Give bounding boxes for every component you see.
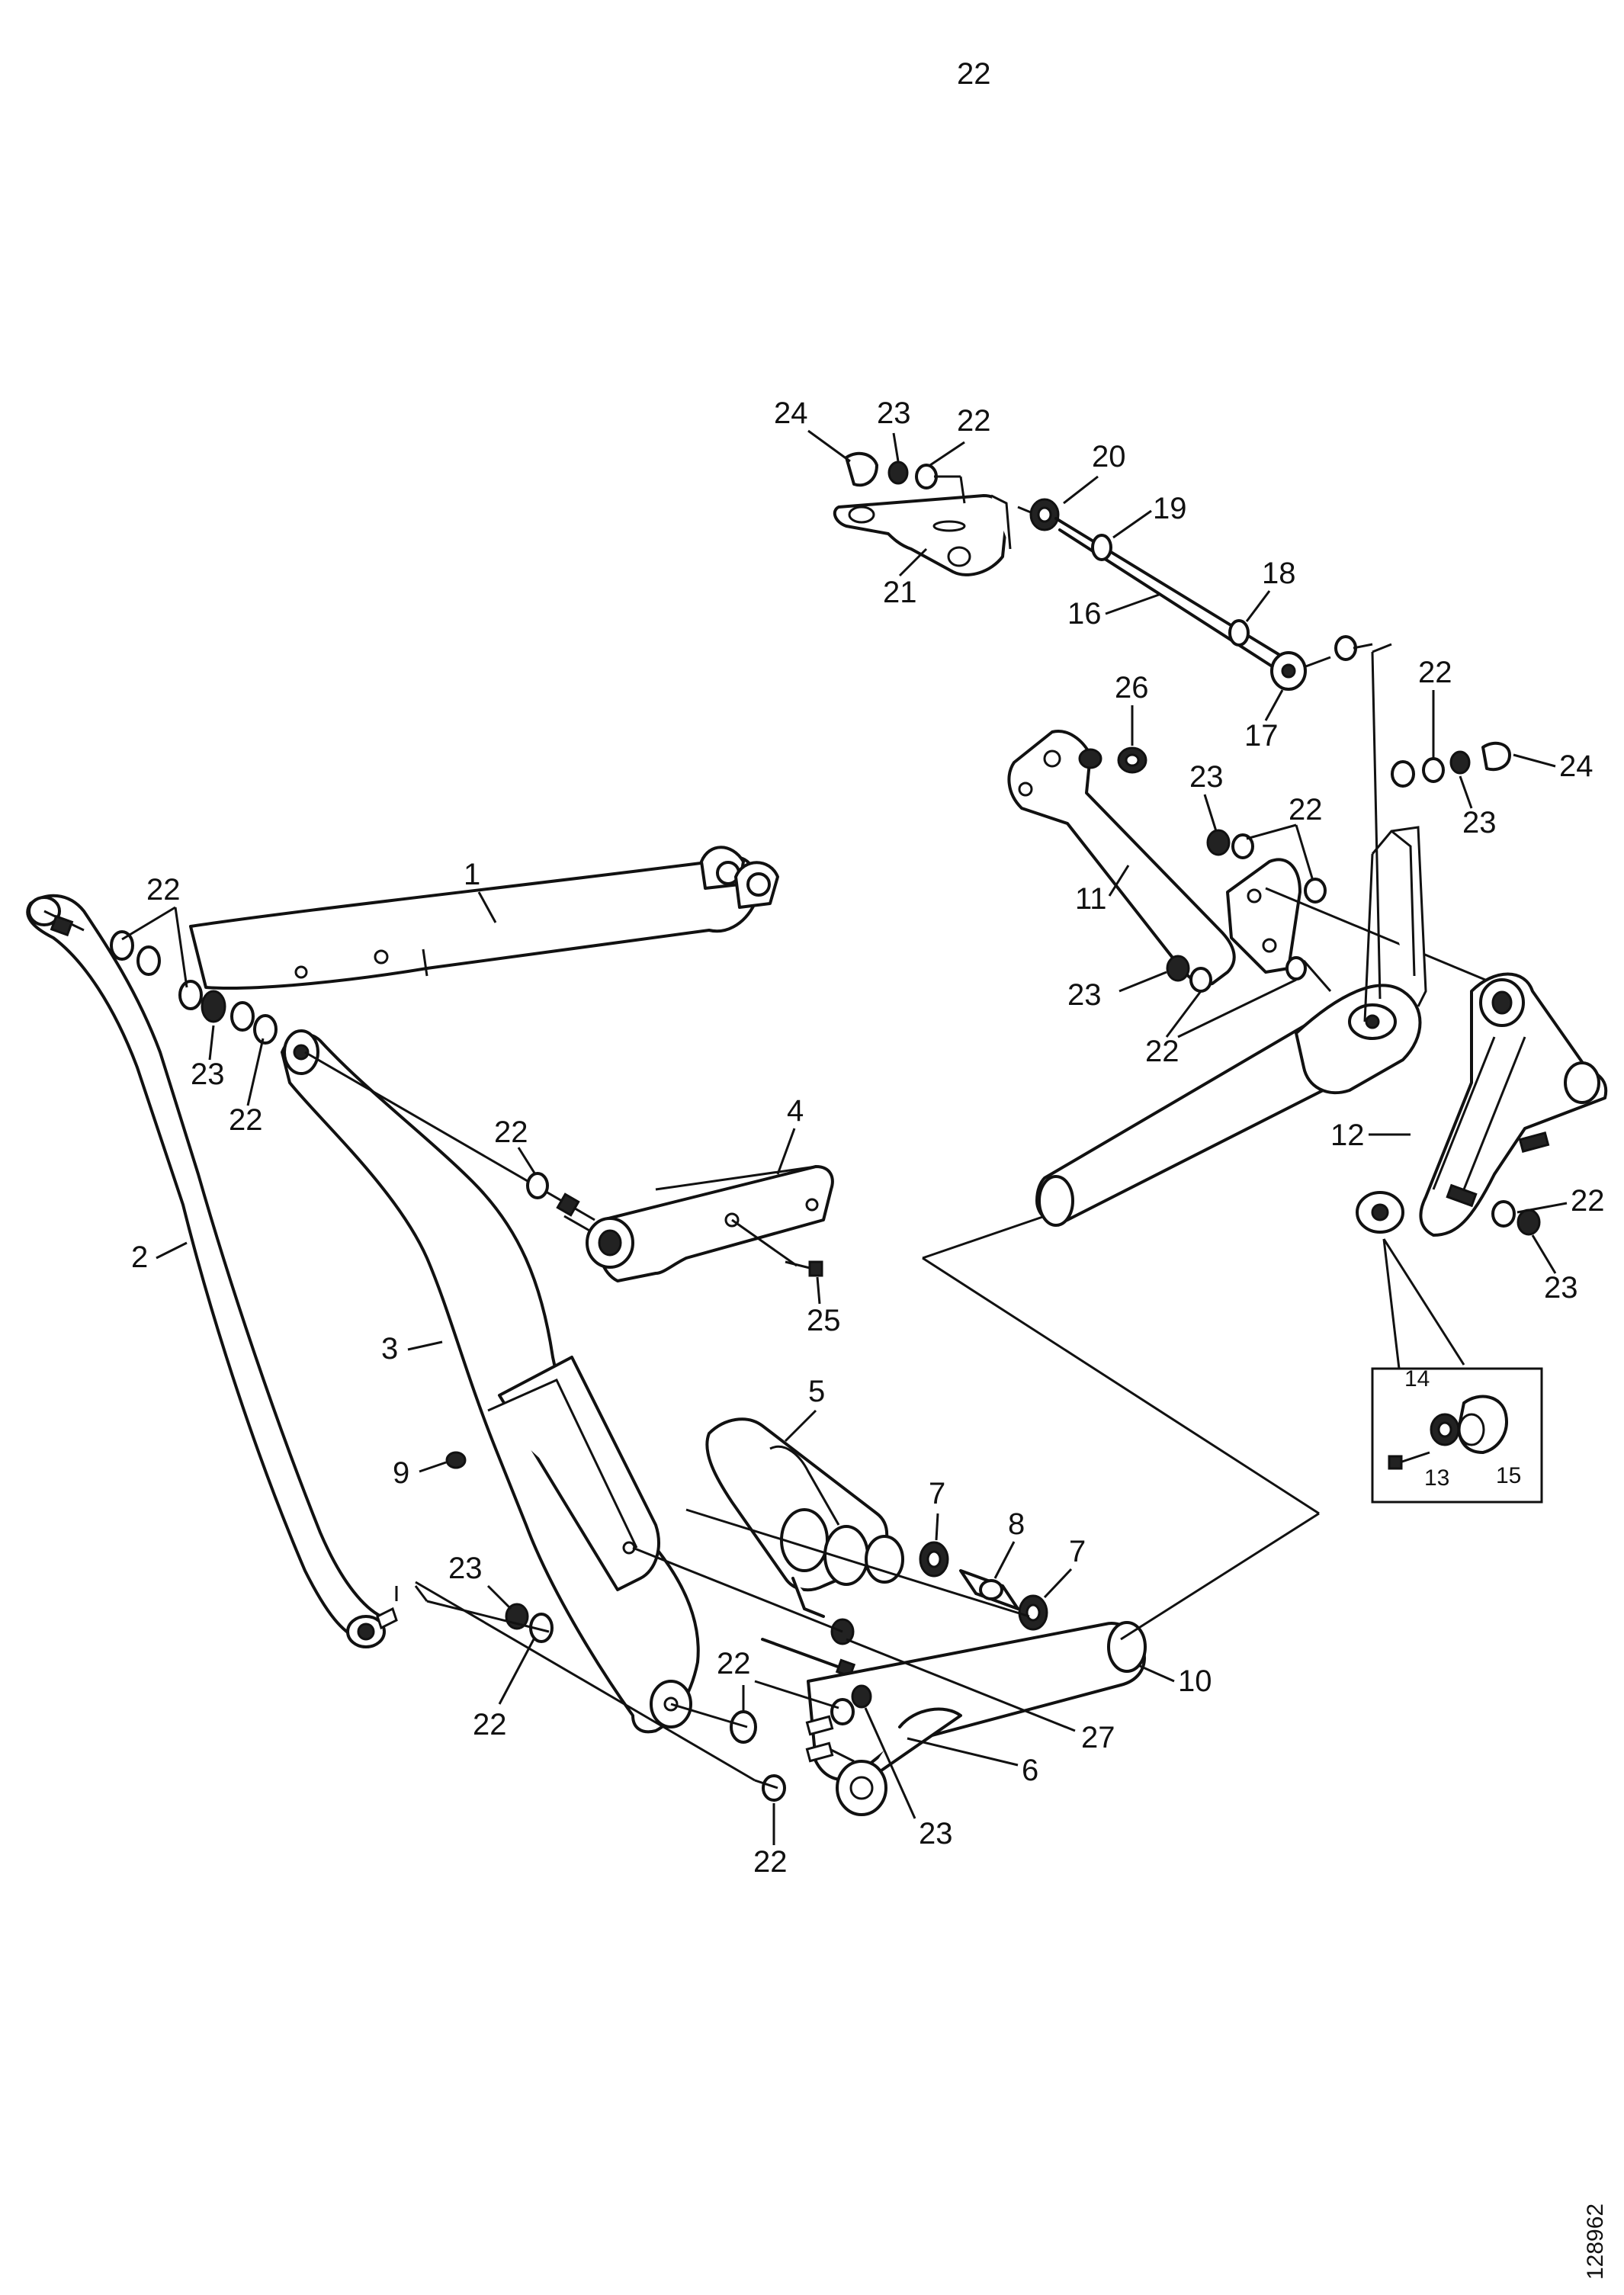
part-12-knuckle — [1356, 972, 1608, 1237]
document-id: 128962 — [1583, 2204, 1608, 2280]
callout-3: 3 — [381, 1332, 398, 1366]
callout-27: 27 — [1081, 1721, 1115, 1754]
bolt-4-assembly — [304, 1051, 595, 1221]
callout-22-c: 22 — [494, 1115, 528, 1149]
callout-24-b: 24 — [1559, 749, 1594, 783]
part-5-pivot-bracket — [705, 1417, 904, 1618]
callout-5: 5 — [808, 1375, 825, 1408]
callout-23-f: 23 — [1544, 1271, 1578, 1305]
callout-9: 9 — [393, 1456, 409, 1490]
left-bolt-assembly — [43, 910, 278, 1045]
callout-22-h: 22 — [473, 1708, 507, 1741]
part-11-plate — [1226, 858, 1495, 985]
callout-1: 1 — [464, 858, 480, 891]
callout-23-h: 23 — [919, 1817, 953, 1850]
callout-13: 13 — [1424, 1465, 1449, 1491]
part-9-bolt — [445, 1451, 467, 1469]
callout-22-f: 22 — [1145, 1035, 1179, 1068]
callout-7-left: 7 — [929, 1477, 945, 1510]
callout-2: 2 — [131, 1241, 148, 1274]
callout-22-j: 22 — [753, 1845, 788, 1879]
right-hardware-stack — [1371, 643, 1511, 1000]
callout-23-c: 23 — [1189, 760, 1224, 794]
callout-22-d: 22 — [1418, 656, 1452, 689]
callout-21: 21 — [883, 576, 917, 609]
callout-22-i: 22 — [717, 1647, 751, 1680]
part-21-bracket — [833, 494, 1012, 576]
callout-23-b: 23 — [191, 1058, 225, 1091]
callout-22-k: 22 — [957, 57, 991, 91]
callout-6: 6 — [1022, 1754, 1038, 1787]
callout-22-l: 22 — [957, 404, 991, 438]
part-16-tie-rod — [1017, 498, 1331, 691]
callout-22-e: 22 — [1289, 793, 1323, 827]
callout-22-b: 22 — [229, 1103, 263, 1137]
callout-16: 16 — [1067, 597, 1102, 631]
callout-7-right: 7 — [1069, 1535, 1086, 1568]
lower-left-washers — [414, 1585, 554, 1643]
part-26-nut — [1117, 746, 1147, 774]
part-3-trailing-arm — [281, 1029, 700, 1734]
bolt-25 — [731, 1218, 823, 1277]
part-11-bracket-arm — [1007, 730, 1236, 987]
part-4-bracket — [563, 1165, 834, 1282]
part-1-upper-arm — [189, 846, 779, 990]
callout-25: 25 — [807, 1304, 841, 1337]
callout-4: 4 — [787, 1094, 804, 1128]
lower-center-hardware — [395, 1586, 872, 1802]
part-27-long-bolt — [632, 1546, 856, 1678]
callout-23-e: 23 — [1067, 978, 1102, 1012]
callout-26: 26 — [1115, 671, 1149, 705]
callout-12: 12 — [1330, 1119, 1365, 1152]
callout-17: 17 — [1244, 719, 1279, 753]
callout-22-a: 22 — [146, 873, 181, 907]
top-right-washers — [1334, 635, 1373, 661]
callout-14: 14 — [1404, 1366, 1430, 1391]
detail-leaders — [1382, 1238, 1465, 1369]
callout-23-d: 23 — [1462, 806, 1497, 839]
mid-right-washers — [1166, 829, 1332, 993]
top-left-hardware — [845, 451, 966, 504]
callout-18: 18 — [1262, 557, 1296, 590]
callout-10: 10 — [1178, 1664, 1212, 1698]
callout-19: 19 — [1153, 492, 1187, 525]
upright-tube — [1035, 826, 1427, 1227]
callout-22-g: 22 — [1571, 1184, 1605, 1218]
callout-11: 11 — [1075, 882, 1107, 916]
callout-23-g: 23 — [448, 1552, 483, 1585]
callout-8: 8 — [1008, 1507, 1025, 1541]
callout-24-a: 24 — [774, 396, 808, 430]
callout-15: 15 — [1496, 1463, 1521, 1488]
callout-20: 20 — [1092, 440, 1126, 473]
part-2-side-link — [26, 894, 398, 1648]
part-10-tube — [807, 1621, 1147, 1816]
detail-inset-13-14-15 — [1371, 1367, 1543, 1504]
callout-23-a: 23 — [877, 396, 911, 430]
parts-7-8-bushings — [919, 1541, 1048, 1631]
callout-labels: 1 2 3 4 5 6 7 7 8 9 10 11 12 — [121, 57, 1605, 1879]
assembly-leader-lines — [415, 1211, 1320, 1789]
